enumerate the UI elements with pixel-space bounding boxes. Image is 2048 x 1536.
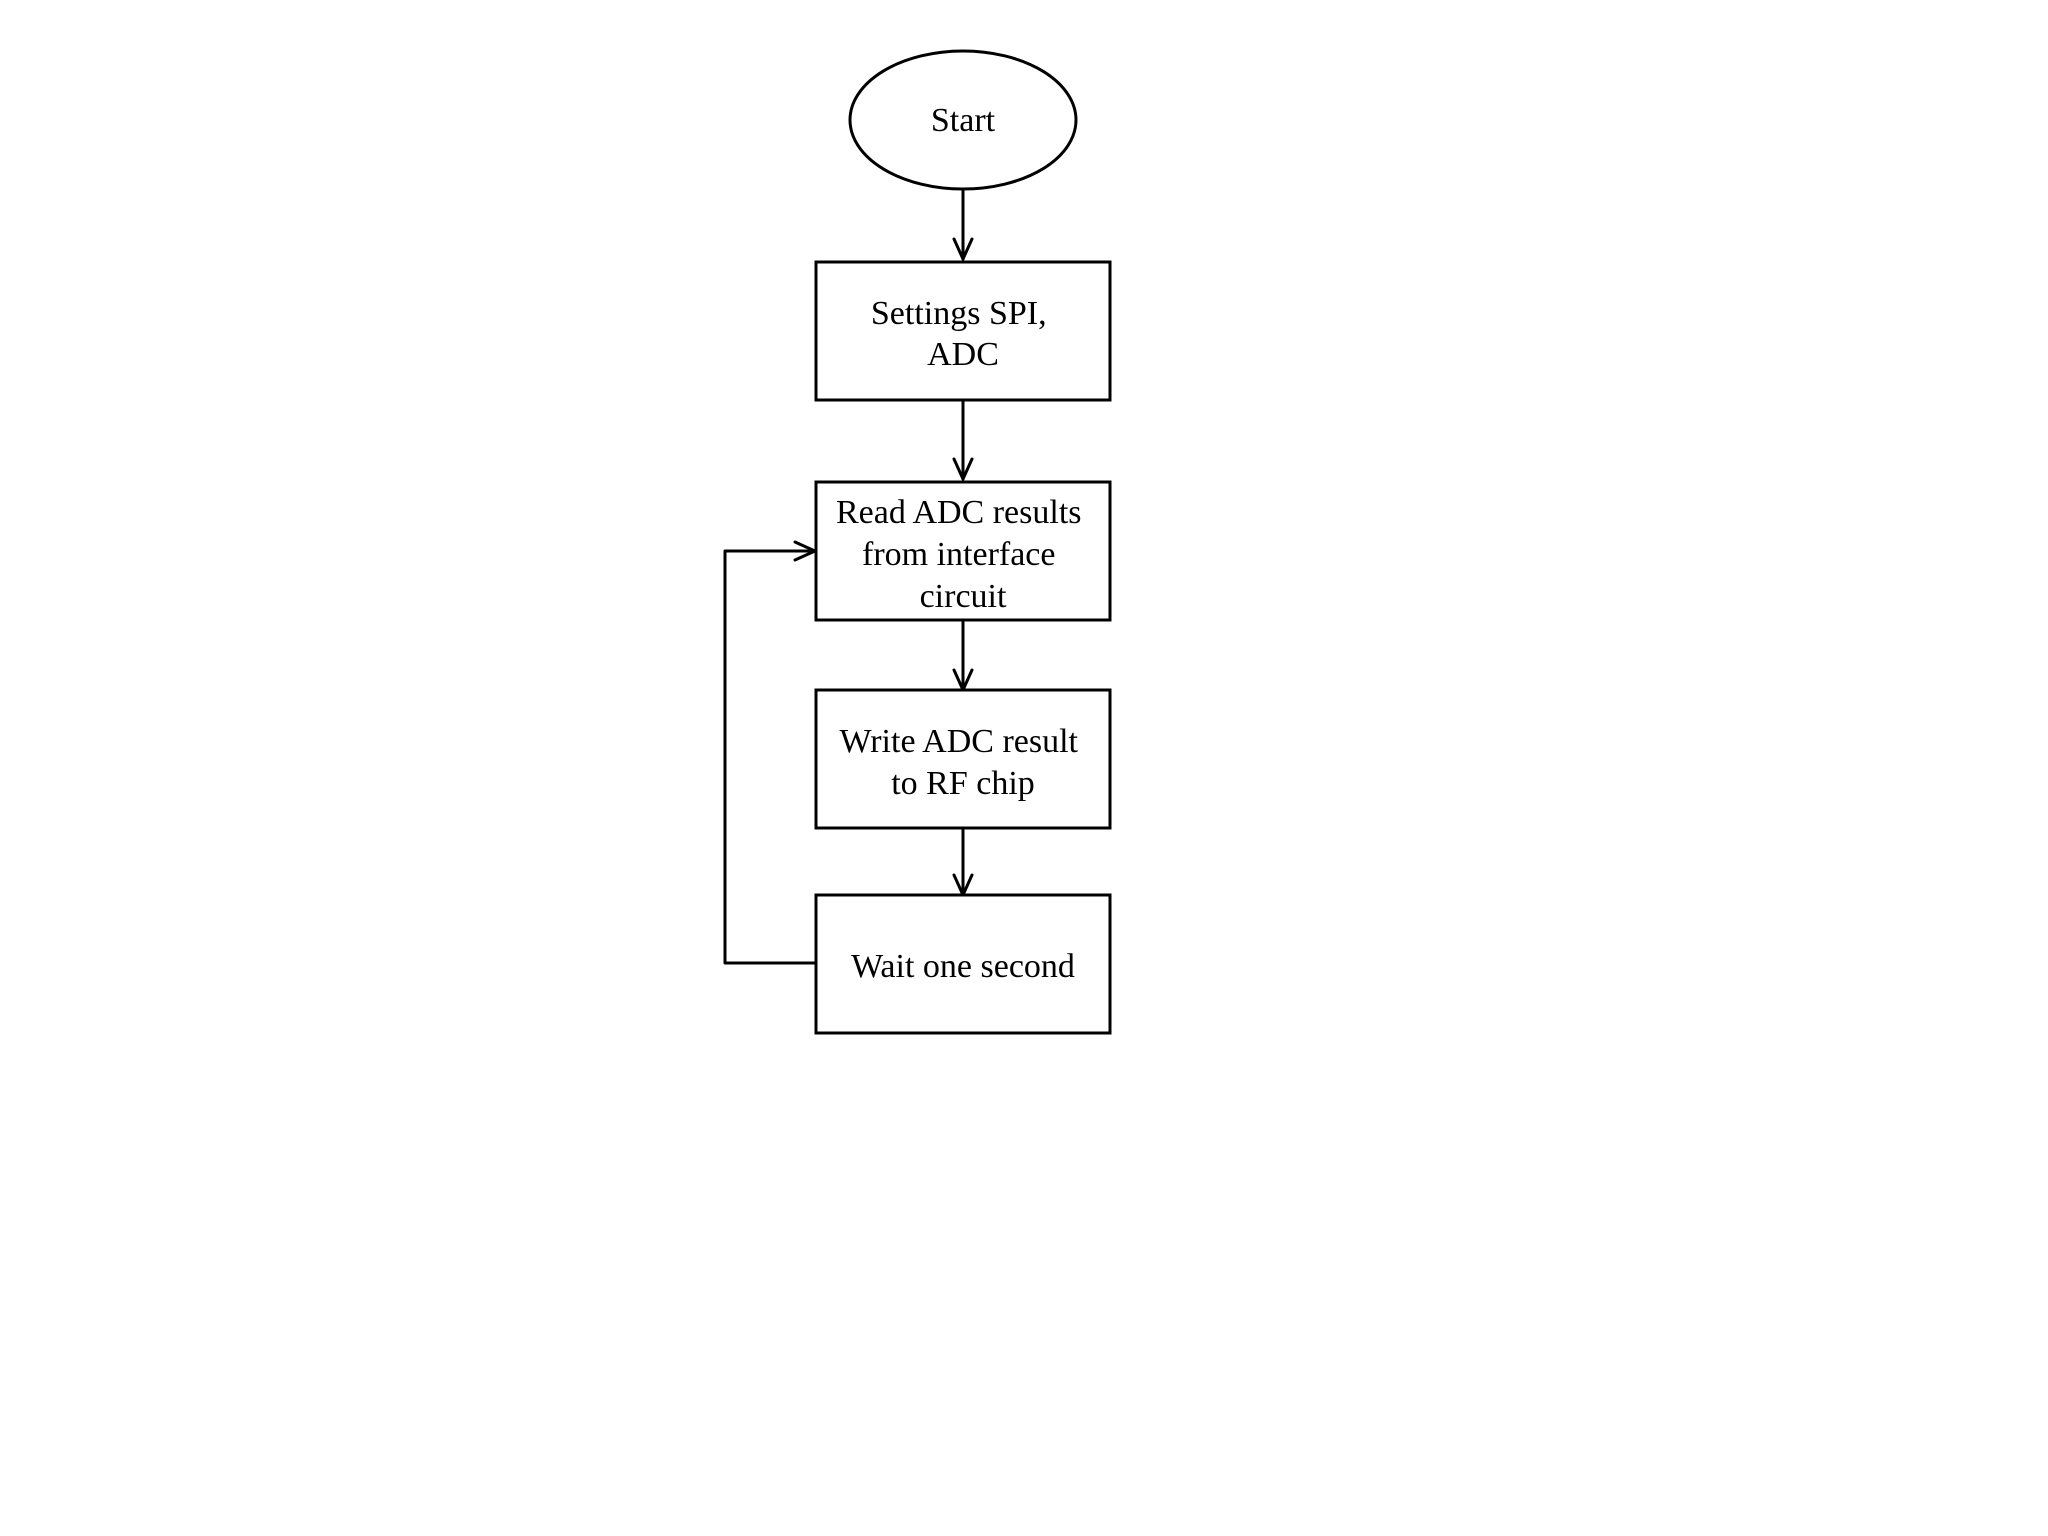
arrow-wait-loop-to-read <box>723 540 817 965</box>
flow-node-start: Start <box>848 49 1078 191</box>
node-label-line: ADC <box>927 336 999 373</box>
node-label-line: Wait one second <box>851 948 1075 985</box>
node-label-line: circuit <box>920 578 1007 615</box>
node-label-line: Settings SPI, <box>871 295 1047 332</box>
node-label-line: Write ADC result <box>840 723 1079 760</box>
terminator-ellipse <box>848 49 1078 191</box>
flow-node-settings: Settings SPI, ADC <box>814 260 1112 402</box>
node-label-line: Read ADC results <box>836 494 1082 531</box>
svg-text:Settings SPI, ADC: Settings SPI, ADC <box>871 295 1055 373</box>
svg-text:Read ADC results from in: Read ADC results from interface circuit <box>836 494 1090 615</box>
flow-node-wait: Wait one second <box>814 893 1112 1035</box>
process-box <box>814 480 1112 622</box>
node-label-line: to RF chip <box>891 765 1035 802</box>
svg-text:Write ADC result to RF c: Write ADC result to RF chip <box>840 723 1087 802</box>
svg-text:Wait one second: Wait one second <box>851 948 1075 985</box>
process-box <box>814 893 1112 1035</box>
connector-layer <box>723 187 974 965</box>
flow-node-read: Read ADC results from interface circuit <box>814 480 1112 622</box>
node-label-line: Start <box>931 102 996 139</box>
node-label-line: from interface <box>862 536 1056 573</box>
svg-text:Start: Start <box>931 102 996 139</box>
process-box <box>814 260 1112 402</box>
process-box <box>814 688 1112 830</box>
flow-node-write: Write ADC result to RF chip <box>814 688 1112 830</box>
